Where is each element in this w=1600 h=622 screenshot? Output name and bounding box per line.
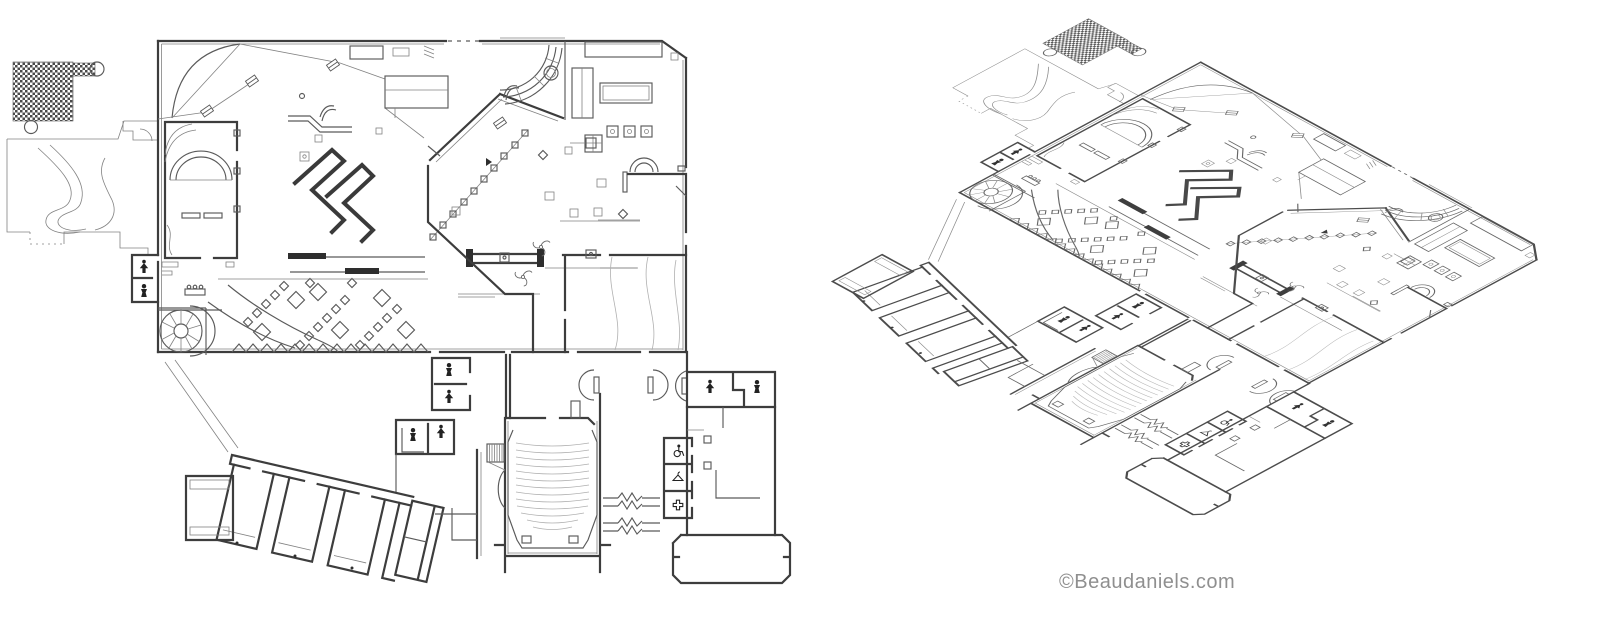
plan-isometric bbox=[677, 6, 1600, 519]
plan-2d bbox=[7, 38, 790, 588]
watermark: ©Beaudaniels.com bbox=[1059, 571, 1235, 593]
